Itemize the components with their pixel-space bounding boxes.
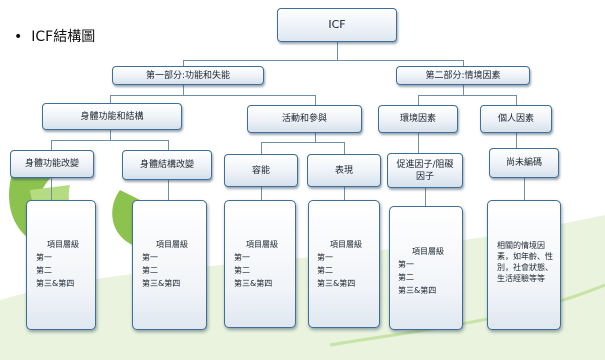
capacity-box: 容能 <box>224 154 298 187</box>
level-line: 第三&第四 <box>398 286 437 295</box>
part1-label: 第一部分:功能和失能 <box>145 70 231 81</box>
level-line: 第二 <box>142 266 158 275</box>
facilitators-barriers-box: 促進因子/阻礙因子 <box>387 153 463 188</box>
slide-title: • ICF結構圖 <box>14 26 95 46</box>
connector <box>168 180 169 200</box>
part1-box: 第一部分:功能和失能 <box>112 66 264 85</box>
level-text-performance: 項目層級 第一 第二 第三&第四 <box>317 238 375 290</box>
connector <box>183 60 184 66</box>
level-line: 第一 <box>317 253 333 262</box>
level-line: 第一 <box>398 260 414 269</box>
connector <box>344 187 345 200</box>
level-heading: 項目層級 <box>47 240 79 249</box>
bullet-icon: • <box>14 29 23 45</box>
connector <box>315 95 316 105</box>
level-line: 第二 <box>398 273 414 282</box>
level-line: 第一 <box>36 253 52 262</box>
not-coded-label: 尚未編碼 <box>505 158 542 168</box>
icf-root-box: ICF <box>277 8 397 42</box>
connector <box>337 42 338 60</box>
level-line: 第二 <box>317 266 333 275</box>
connector <box>418 133 419 153</box>
body-function-change-label: 身體功能改變 <box>24 159 79 169</box>
level-column-capacity <box>224 200 296 328</box>
connector <box>344 142 345 154</box>
connector <box>425 188 426 206</box>
connector <box>516 95 517 105</box>
activity-participation-label: 活動和參與 <box>281 114 327 124</box>
level-line: 第一 <box>142 253 158 262</box>
facilitators-barriers-label: 促進因子/阻礙因子 <box>396 159 454 182</box>
body-function-change-box: 身體功能改變 <box>10 150 94 178</box>
activity-participation-box: 活動和參與 <box>247 105 362 133</box>
not-coded-box: 尚未編碼 <box>489 148 559 178</box>
personal-box: 個人因素 <box>480 105 552 133</box>
connector <box>463 83 464 95</box>
icf-root-label: ICF <box>328 18 346 31</box>
level-line: 第一 <box>234 253 250 262</box>
connector <box>463 60 464 66</box>
connector <box>51 140 168 141</box>
connector <box>110 95 315 96</box>
body-function-structure-box: 身體功能和結構 <box>42 103 182 130</box>
level-column-performance <box>308 200 380 328</box>
level-text-body-structure: 項目層級 第一 第二 第三&第四 <box>142 238 202 290</box>
level-line: 第二 <box>234 266 250 275</box>
performance-box: 表現 <box>307 154 381 187</box>
personal-factors-note: 相關的情境因素，如年齡、性別，社會狀態、生活經驗等等 <box>497 241 553 283</box>
level-line: 第三&第四 <box>36 279 75 288</box>
body-function-structure-label: 身體功能和結構 <box>80 111 144 122</box>
connector <box>516 133 517 148</box>
connector <box>261 142 344 143</box>
connector <box>524 178 525 200</box>
environment-label: 環境因素 <box>399 114 436 124</box>
part2-box: 第二部分:情境因素 <box>396 66 530 85</box>
part2-label: 第二部分:情境因素 <box>425 70 501 81</box>
connector <box>110 95 111 103</box>
capacity-label: 容能 <box>251 165 270 176</box>
level-line: 第二 <box>36 266 52 275</box>
level-text-environment: 項目層級 第一 第二 第三&第四 <box>398 245 458 297</box>
level-line: 第三&第四 <box>142 279 181 288</box>
environment-box: 環境因素 <box>378 105 458 133</box>
connector <box>261 187 262 200</box>
connector <box>51 140 52 150</box>
connector <box>183 83 184 95</box>
level-line: 第三&第四 <box>317 279 356 288</box>
level-line: 第三&第四 <box>234 279 273 288</box>
connector <box>418 95 516 96</box>
level-heading: 項目層級 <box>330 240 362 249</box>
connector <box>261 142 262 154</box>
connector <box>110 130 111 140</box>
level-column-body-structure <box>132 200 207 330</box>
connector <box>51 178 52 200</box>
level-heading: 項目層級 <box>156 240 188 249</box>
connector <box>168 140 169 150</box>
level-text-body-function: 項目層級 第一 第二 第三&第四 <box>36 238 90 290</box>
connector <box>315 133 316 142</box>
level-column-body-function <box>26 200 96 330</box>
slide-title-text: ICF結構圖 <box>31 29 96 45</box>
performance-label: 表現 <box>334 165 353 176</box>
level-heading: 項目層級 <box>246 240 278 249</box>
level-text-capacity: 項目層級 第一 第二 第三&第四 <box>234 238 290 290</box>
personal-label: 個人因素 <box>497 114 534 124</box>
level-heading: 項目層級 <box>412 247 444 256</box>
level-column-environment <box>389 206 463 330</box>
body-structure-change-label: 身體結構改變 <box>139 160 194 170</box>
connector <box>418 95 419 105</box>
level-column-personal <box>487 200 561 330</box>
connector <box>183 60 463 61</box>
body-structure-change-box: 身體結構改變 <box>122 150 212 180</box>
